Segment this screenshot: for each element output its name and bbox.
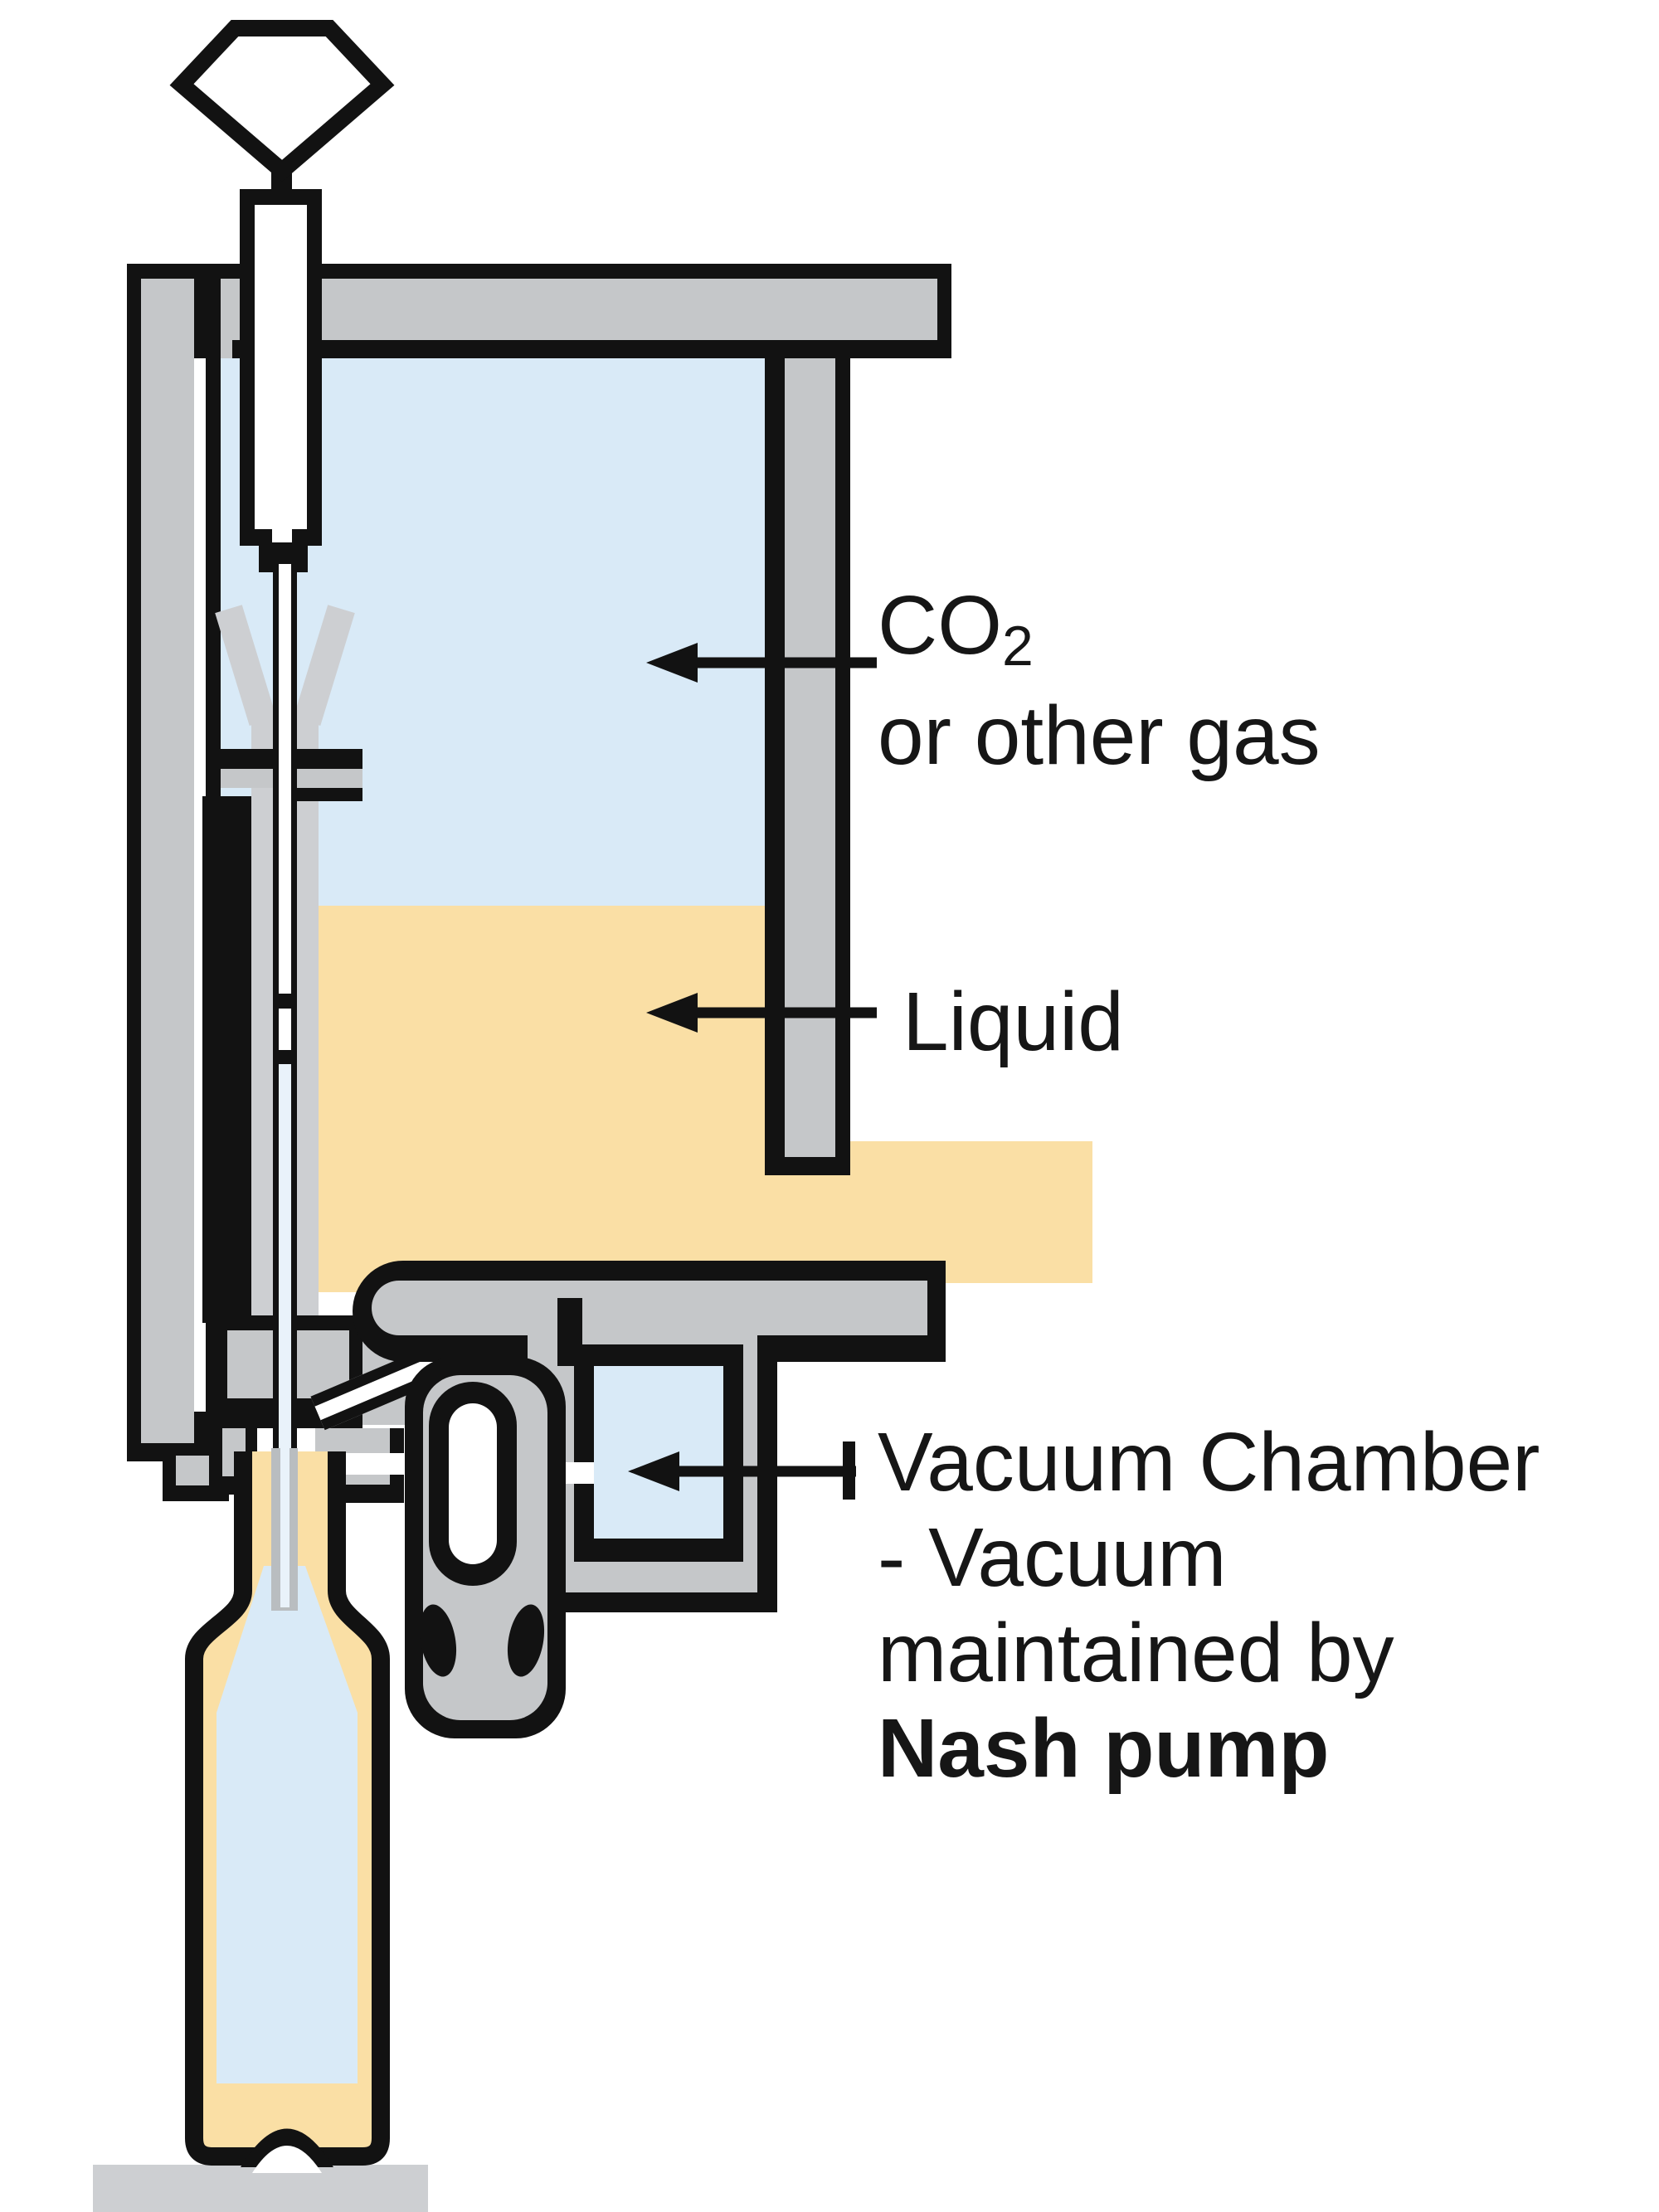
diamond-handwheel-icon <box>169 20 395 182</box>
co2-arrow <box>646 643 877 683</box>
fill-tube-core-lower <box>279 1055 291 1456</box>
bottle-punt-cut <box>252 2146 322 2173</box>
co2-label-sub: 2 <box>1002 615 1034 678</box>
bottle-gas-space <box>216 1566 358 2083</box>
tank-right-wall-fill <box>785 358 835 1157</box>
filler-arm-fill <box>372 1281 927 1335</box>
vacuum-label-line4: Nash pump <box>878 1702 1330 1795</box>
liquid-label: Liquid <box>902 975 1124 1068</box>
fill-tube-seat-2 <box>276 1050 294 1064</box>
vacuum-arrow <box>628 1441 856 1500</box>
vacuum-label-line3: maintained by <box>878 1607 1394 1699</box>
fill-tube-seat-1 <box>276 994 294 1009</box>
tank-left-wall-fill <box>141 279 194 1443</box>
vacuum-label-line1: Vacuum Chamber <box>878 1416 1540 1509</box>
fill-tube-core-upper <box>279 564 291 1055</box>
poppet-valve-core <box>449 1403 497 1564</box>
co2-label-main: CO <box>878 579 1002 672</box>
filling-valve-notch <box>272 529 292 542</box>
vacuum-label: Vacuum Chamber - Vacuum maintained by Na… <box>878 1415 1540 1796</box>
inner-partition <box>206 358 221 751</box>
liquid-arrow <box>646 993 877 1033</box>
spreader-stem-left <box>251 709 275 1323</box>
co2-label: CO2 or other gas <box>878 581 1321 780</box>
fill-tube-in-bottle-core <box>280 1448 289 1607</box>
guide-bracket-step <box>290 788 362 801</box>
downtube-bar <box>202 796 251 1323</box>
spreader-stem-right <box>295 709 319 1323</box>
vacuum-chamber <box>594 1366 723 1539</box>
vacuum-label-line2: - Vacuum <box>878 1511 1227 1604</box>
co2-label-line2: or other gas <box>878 689 1321 782</box>
filling-valve-bore <box>255 205 307 529</box>
